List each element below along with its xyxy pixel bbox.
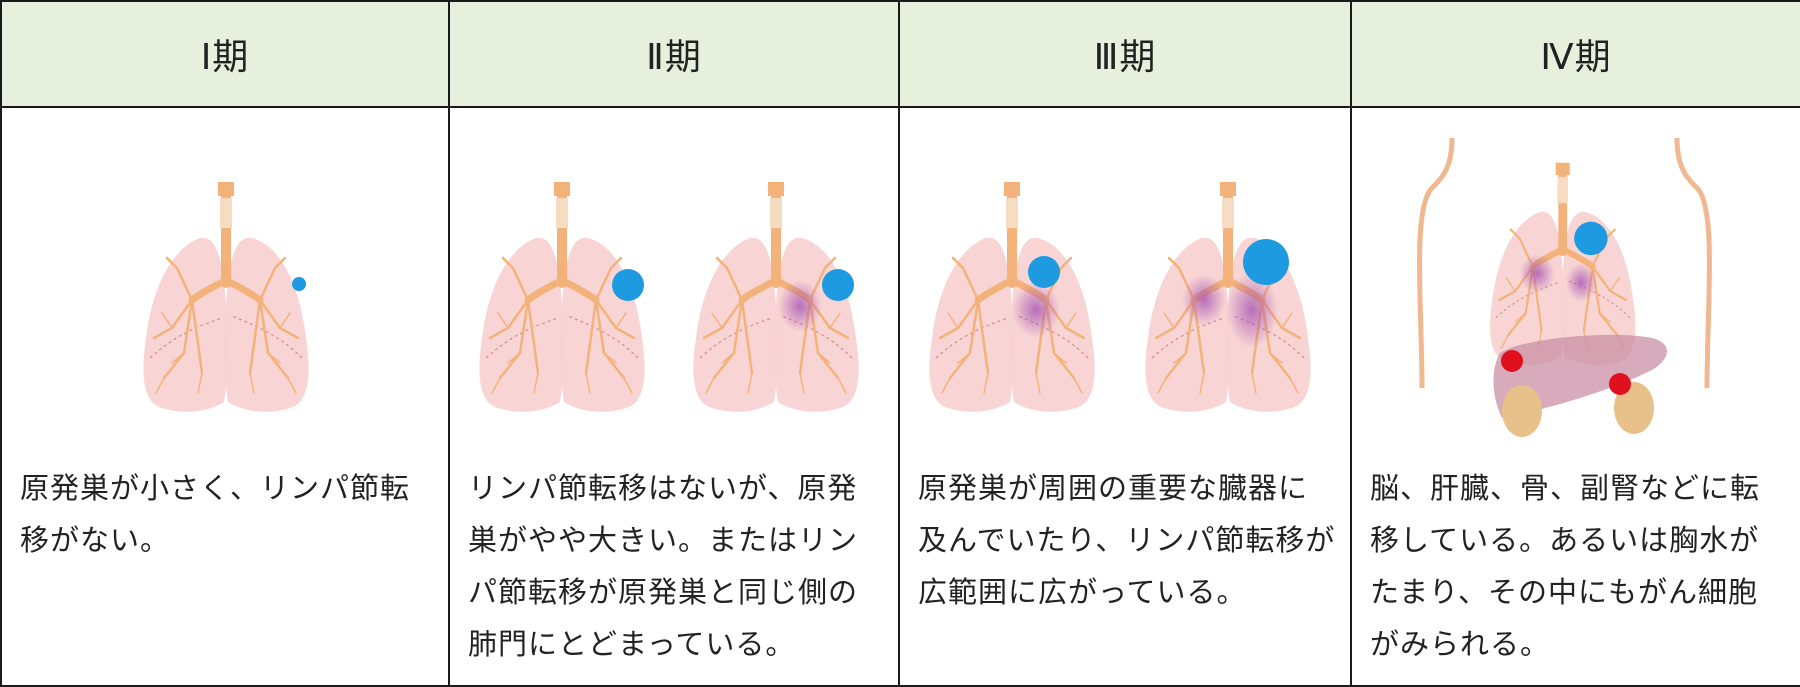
- stage-2-cell: リンパ節転移はないが、原発巣がやや大きい。またはリンパ節転移が原発巣と同じ側の肺…: [448, 106, 900, 687]
- stage-2-description: リンパ節転移はないが、原発巣がやや大きい。またはリンパ節転移が原発巣と同じ側の肺…: [468, 471, 859, 661]
- stage-3-illustration: [900, 108, 1350, 448]
- lymph-spread-right: [1565, 263, 1598, 302]
- kidney-left: [1502, 385, 1542, 437]
- stage-1-illustration: [2, 108, 448, 448]
- lymph-spread-right: [1226, 272, 1278, 348]
- stage-1-header: Ⅰ期: [0, 0, 450, 108]
- primary-tumor-medium: [822, 269, 854, 301]
- kidney-right: [1614, 382, 1654, 434]
- primary-tumor-medium: [612, 269, 644, 301]
- lymph-spread-left: [1182, 274, 1226, 326]
- stage-1-description: 原発巣が小さく、リンパ節転移がない。: [20, 471, 411, 557]
- stage-4-header: Ⅳ期: [1350, 0, 1800, 108]
- lymph-spread: [1012, 282, 1060, 338]
- primary-tumor-medium: [1028, 256, 1060, 288]
- metastasis-liver: [1501, 350, 1523, 372]
- stage-3-header: Ⅲ期: [898, 0, 1352, 108]
- stage-1-cell: 原発巣が小さく、リンパ節転移がない。: [0, 106, 450, 687]
- metastasis-adrenal: [1609, 373, 1631, 395]
- stage-3-cell: 原発巣が周囲の重要な臓器に及んでいたり、リンパ節転移が広範囲に広がっている。: [898, 106, 1352, 687]
- stage-4-illustration: [1352, 108, 1800, 448]
- stage-3-description: 原発巣が周囲の重要な臓器に及んでいたり、リンパ節転移が広範囲に広がっている。: [918, 471, 1336, 609]
- stage-2-illustration: [450, 108, 898, 448]
- primary-tumor: [1574, 221, 1608, 256]
- stage-4-cell: 脳、肝臓、骨、副腎などに転移している。あるいは胸水がたまり、その中にもがん細胞が…: [1350, 106, 1800, 687]
- primary-tumor-small: [292, 277, 306, 291]
- hilar-lymph-spread: [778, 280, 822, 332]
- stage-2-header: Ⅱ期: [448, 0, 900, 108]
- lymph-spread-left: [1519, 254, 1555, 293]
- primary-tumor-large: [1243, 239, 1289, 285]
- stage-4-description: 脳、肝臓、骨、副腎などに転移している。あるいは胸水がたまり、その中にもがん細胞が…: [1370, 471, 1761, 661]
